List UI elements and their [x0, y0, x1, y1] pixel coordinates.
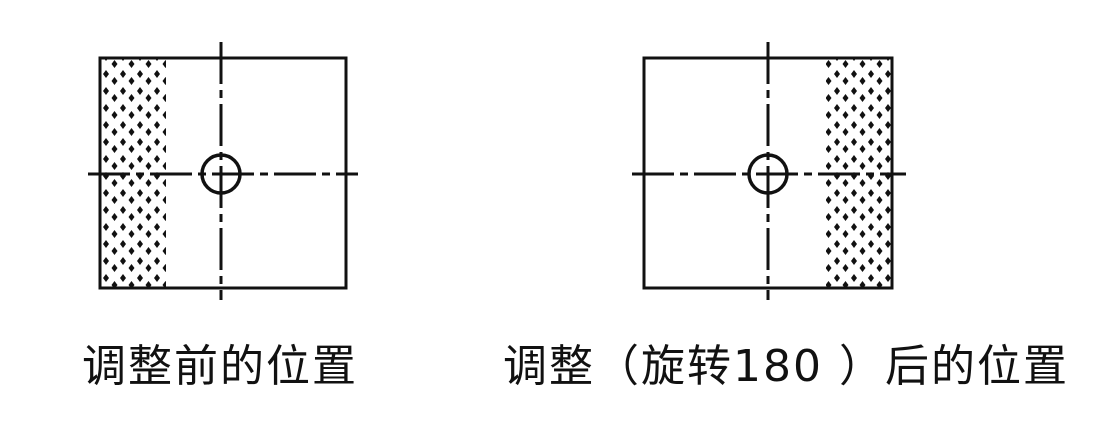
caption-after: 调整（旋转180 ）后的位置 — [503, 341, 1069, 392]
caption-before: 调整前的位置 — [82, 341, 358, 392]
plate-before — [88, 42, 358, 300]
plate-after — [632, 42, 906, 300]
center-hole-left — [200, 153, 242, 195]
center-hole-right — [747, 153, 789, 195]
